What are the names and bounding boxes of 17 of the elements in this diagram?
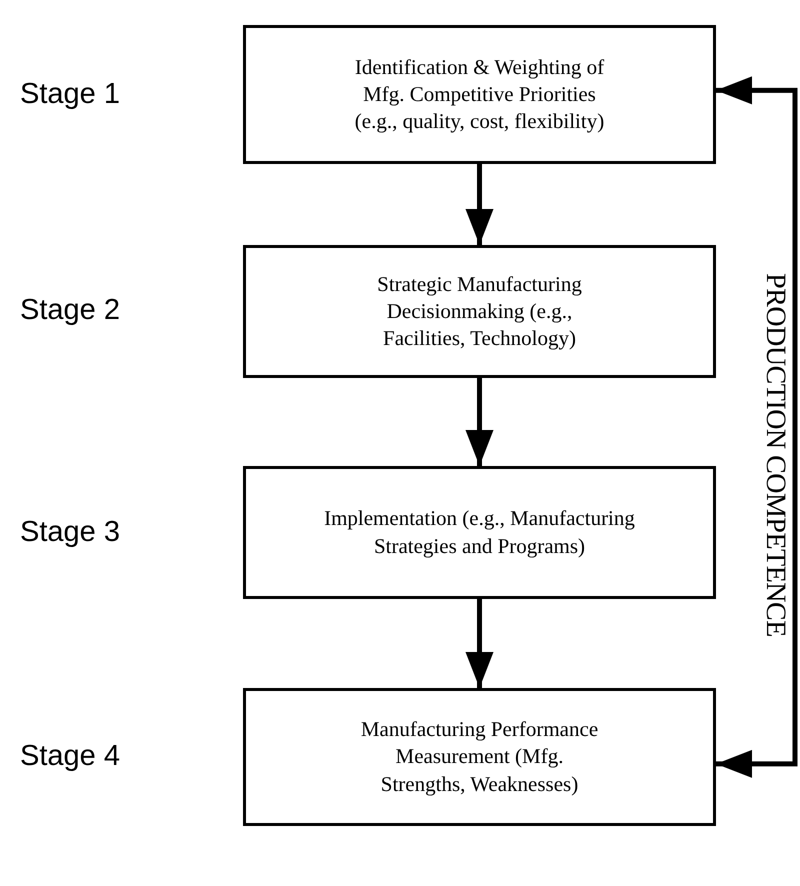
box-text: Manufacturing Performance Measurement (Mfg. Strengths, Weaknesses) xyxy=(360,716,600,798)
process-box xyxy=(243,25,716,164)
arrow xyxy=(466,164,494,245)
box-text: Implementation (e.g., Manufacturing Strategies and Programs) xyxy=(323,505,636,560)
stage-label: Stage 1 xyxy=(20,78,120,111)
stage-label: Stage 3 xyxy=(20,516,120,549)
box-text: Strategic Manufacturing Decisionmaking (e.g., Facilities, Technology) xyxy=(376,270,583,352)
arrow xyxy=(466,599,494,688)
box-text: Identification & Weighting of Mfg. Competitive Priorities (e.g., quality, cost, flexibility) xyxy=(354,54,606,136)
process-box xyxy=(243,466,716,599)
stage-label: Stage 2 xyxy=(20,294,120,327)
arrow xyxy=(466,378,494,466)
process-box xyxy=(243,688,716,826)
arrow xyxy=(716,76,798,778)
stage-label: Stage 4 xyxy=(20,740,120,773)
process-box xyxy=(243,245,716,378)
edge-label: PRODUCTION COMPETENCE xyxy=(759,273,791,637)
